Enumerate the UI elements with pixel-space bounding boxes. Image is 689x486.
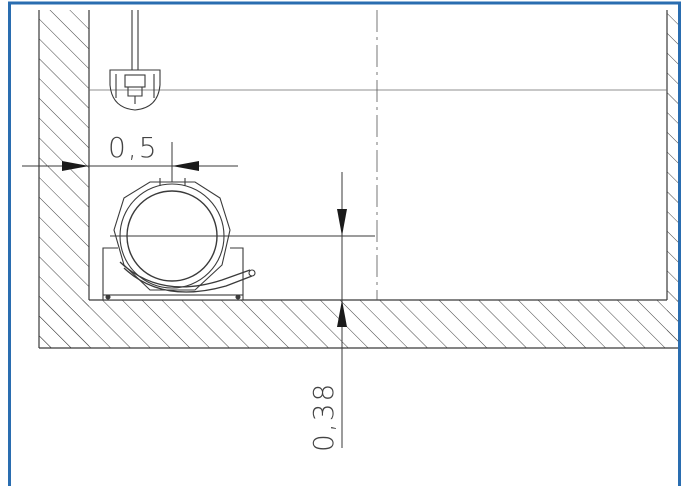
- horizontal-dimension-label: 0,5: [108, 131, 159, 164]
- left-wall: [38, 10, 90, 348]
- ceiling-fixture-icon: [109, 10, 161, 111]
- vertical-dimension-label: 0,38: [307, 382, 340, 452]
- arrowhead-icon: [62, 161, 89, 171]
- drawing-frame: [8, 1, 681, 486]
- arrowhead-icon: [337, 209, 347, 236]
- arrowhead-icon: [172, 161, 199, 171]
- right-wall: [666, 10, 679, 348]
- floor-slab: [39, 299, 679, 349]
- vertical-dimension: [337, 172, 347, 448]
- arrowhead-icon: [337, 300, 347, 327]
